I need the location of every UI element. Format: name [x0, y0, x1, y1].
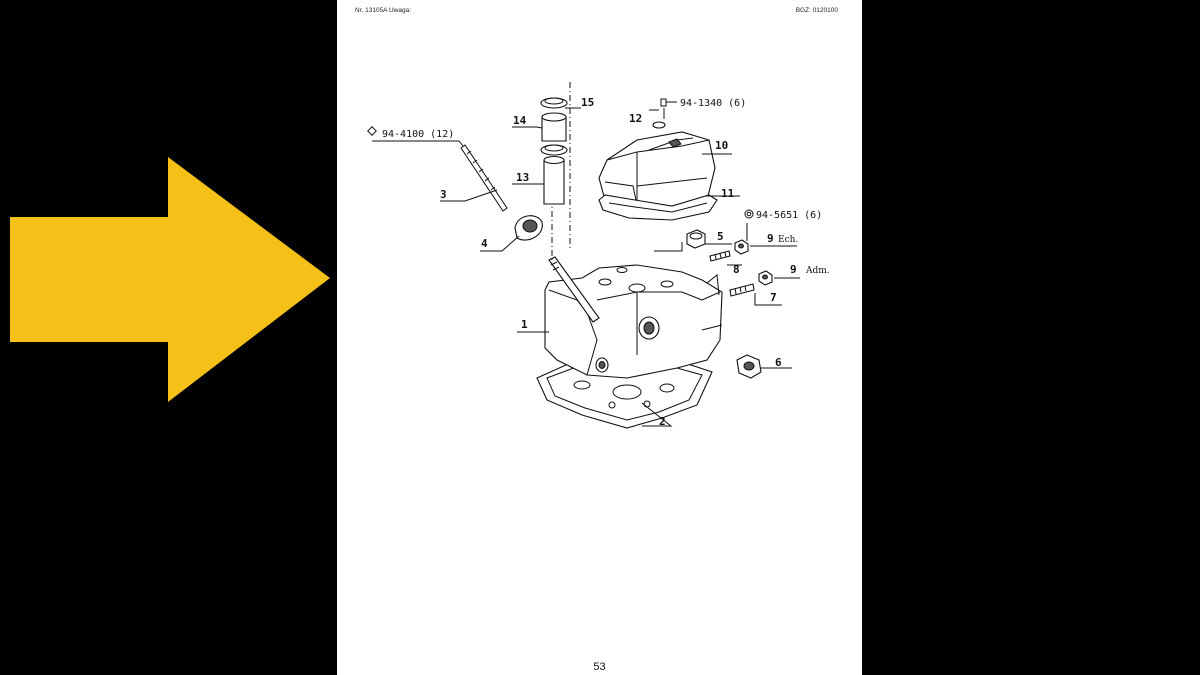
- header-left: Nr. 13105A Uwaga:: [355, 7, 412, 14]
- nut-symbol-icon: [744, 209, 754, 219]
- callout-12: 12: [629, 112, 642, 125]
- bolt-icon: [660, 98, 677, 107]
- cover-gasket: [598, 194, 718, 221]
- catalog-page: Nr. 13105A Uwaga: BGZ: 0120100: [337, 0, 862, 675]
- seal-ring: [514, 215, 543, 241]
- callout-14: 14: [513, 114, 527, 127]
- annotation-ech: Ech.: [778, 235, 798, 245]
- callout-3: 3: [440, 188, 447, 201]
- callout-7: 7: [770, 291, 777, 304]
- washer: [652, 121, 666, 129]
- diamond-icon: [367, 126, 377, 136]
- callout-9-adm: 9: [790, 263, 797, 276]
- nut-9-ech: [734, 239, 749, 255]
- callout-10: 10: [715, 139, 728, 152]
- highlight-arrow-icon: [10, 157, 330, 402]
- annotation-adm: Adm.: [805, 266, 830, 276]
- callout-2: 2: [659, 415, 666, 428]
- callout-5: 5: [717, 230, 724, 243]
- callout-6: 6: [775, 356, 782, 369]
- header-right: BGZ: 0120100: [795, 7, 838, 14]
- sleeve-parts: [540, 97, 568, 205]
- leader-lines: [372, 107, 800, 427]
- stud-bolt: [460, 144, 508, 212]
- exploded-parts-diagram: 1 2 3 4 5 6 7 8 9 9 10 11 12 13 14 15 94…: [367, 82, 830, 429]
- nut-6: [736, 354, 762, 379]
- callout-8: 8: [733, 263, 740, 276]
- nut-9-adm: [758, 270, 773, 286]
- cylinder-head: [544, 264, 723, 379]
- reference-94-5651: 94-5651 (6): [756, 210, 822, 221]
- head-stud: [548, 256, 600, 323]
- callout-11: 11: [721, 187, 735, 200]
- reference-94-1340: 94-1340 (6): [680, 98, 746, 109]
- arrow-shape: [10, 157, 330, 402]
- callout-13: 13: [516, 171, 529, 184]
- studs: [709, 250, 755, 297]
- callout-15: 15: [581, 96, 594, 109]
- callout-1: 1: [521, 318, 528, 331]
- callout-4: 4: [481, 237, 488, 250]
- reference-94-4100: 94-4100 (12): [382, 129, 454, 140]
- page-number: 53: [593, 661, 606, 673]
- nut-5: [686, 229, 706, 249]
- callout-9-ech: 9: [767, 232, 774, 245]
